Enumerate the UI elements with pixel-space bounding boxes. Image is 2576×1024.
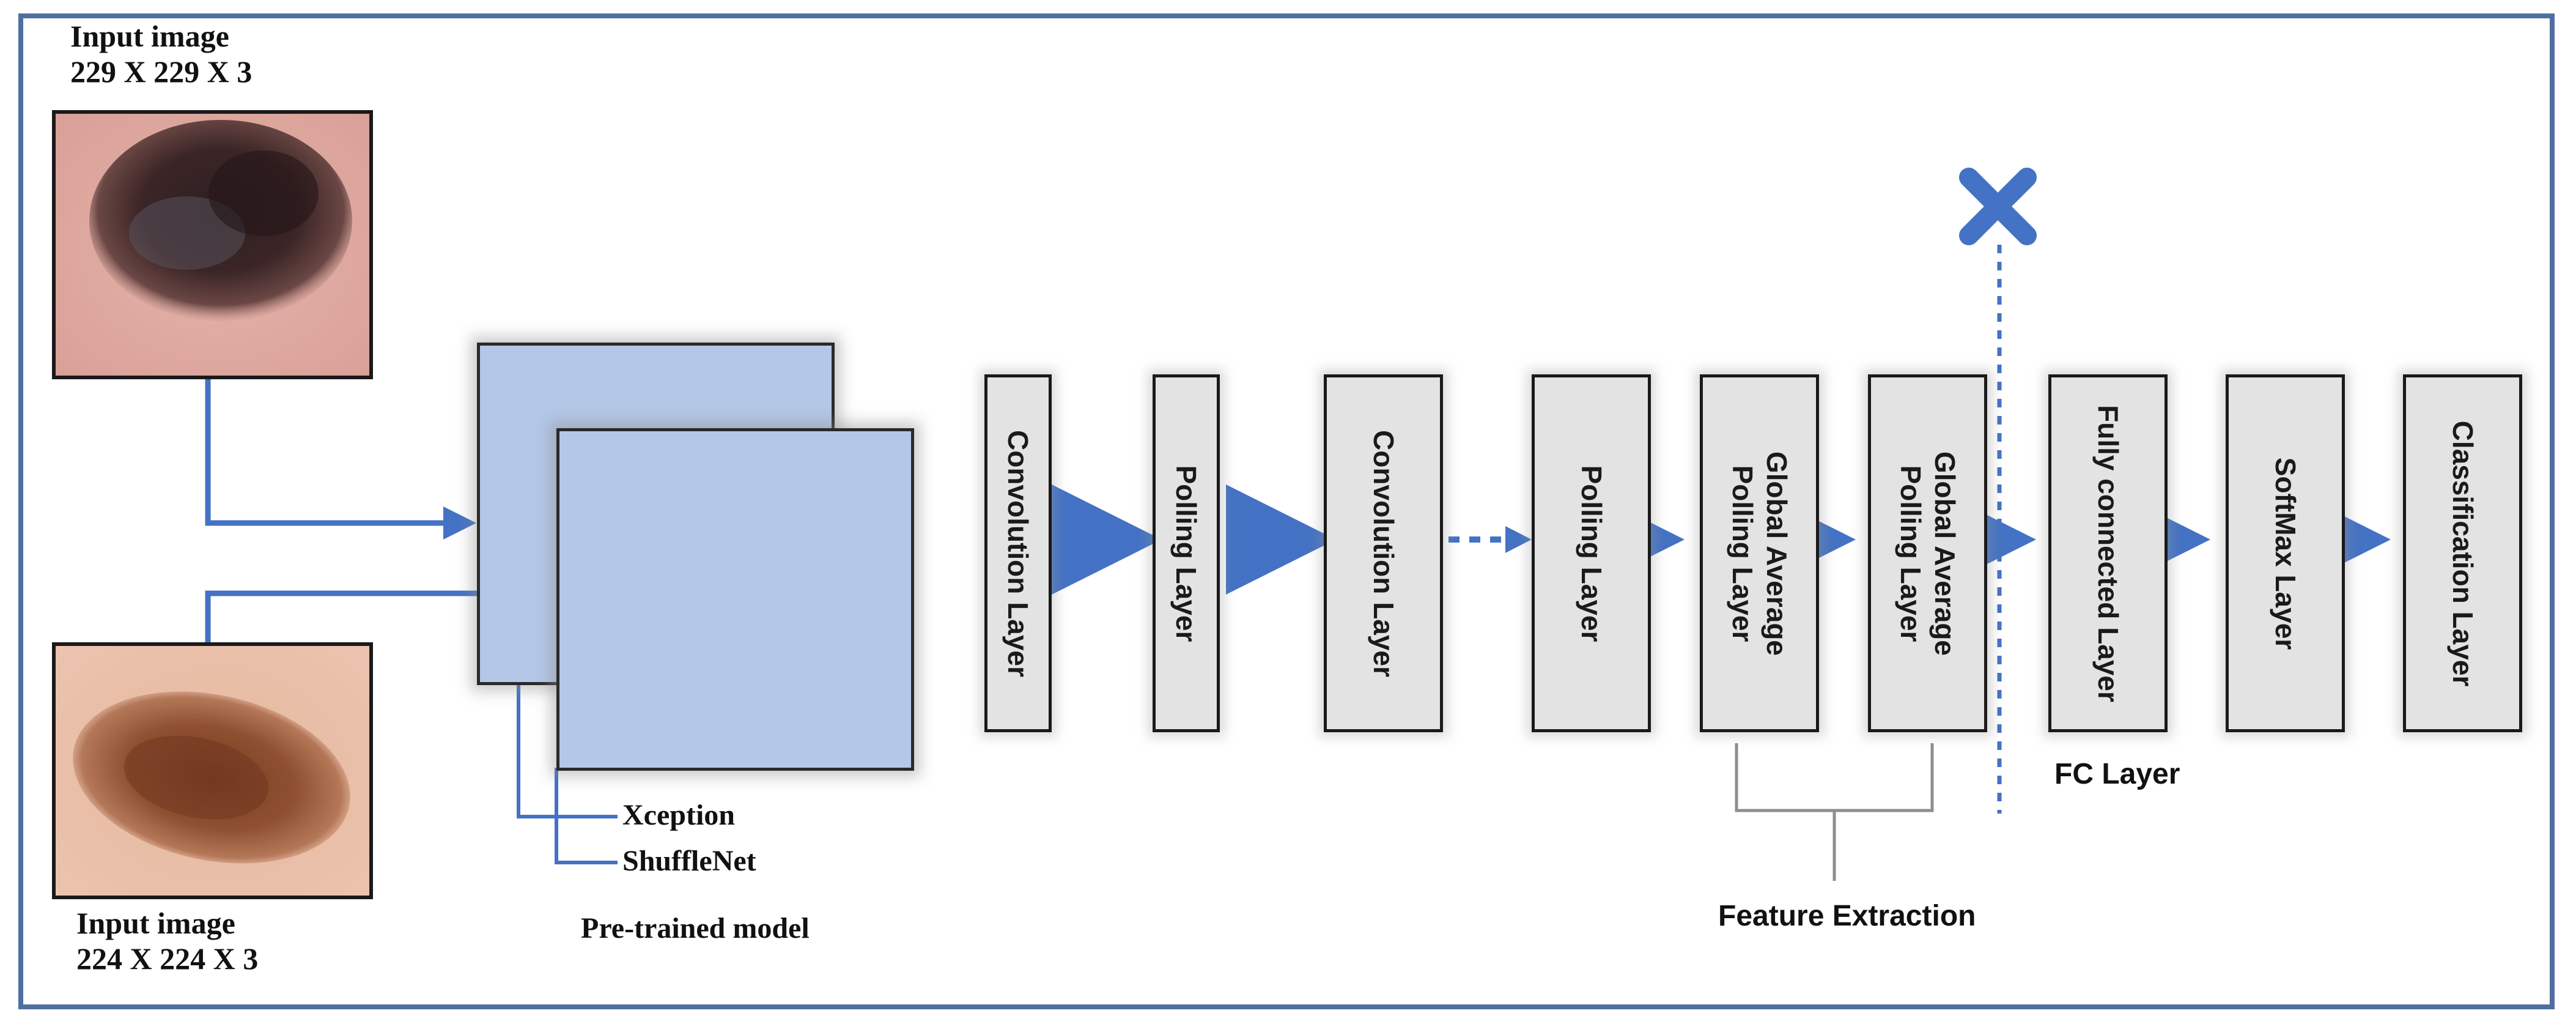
gap2-line1: Global Average bbox=[1928, 451, 1961, 656]
layer-polling-1: Polling Layer bbox=[1153, 374, 1220, 732]
pretrained-model-caption: Pre-trained model bbox=[581, 912, 810, 944]
layer-convolution-2-text: Convolution Layer bbox=[1367, 429, 1400, 677]
layer-convolution-1-text: Convolution Layer bbox=[1002, 429, 1034, 677]
input-image-top bbox=[52, 110, 373, 379]
input-bottom-label-line2: 224 X 224 X 3 bbox=[76, 941, 259, 976]
input-top-label-line2: 229 X 229 X 3 bbox=[70, 54, 253, 89]
layer-softmax: SoftMax Layer bbox=[2226, 374, 2345, 732]
layer-global-average-polling-2: Global Average Polling Layer bbox=[1868, 374, 1987, 732]
layer-fully-connected-text: Fully connected Layer bbox=[2092, 404, 2124, 702]
feature-extraction-label: Feature Extraction bbox=[1718, 900, 1976, 932]
input-bottom-label-line1: Input image bbox=[76, 906, 235, 940]
layer-softmax-text: SoftMax Layer bbox=[2269, 457, 2301, 650]
xception-label: Xception bbox=[622, 799, 735, 831]
diagram-frame bbox=[18, 13, 2555, 1009]
layer-convolution-1: Convolution Layer bbox=[984, 374, 1052, 732]
feature-extraction-bracket bbox=[1735, 743, 1934, 881]
shufflenet-block bbox=[556, 428, 914, 771]
skin-lesion-image-top bbox=[56, 114, 369, 376]
input-top-label-line1: Input image bbox=[70, 19, 229, 53]
remove-x-icon bbox=[1959, 168, 2037, 245]
layer-polling-2-text: Polling Layer bbox=[1575, 465, 1607, 642]
dotted-connector-head bbox=[1505, 526, 1532, 553]
layer-fully-connected: Fully connected Layer bbox=[2048, 374, 2168, 732]
gap2-line2: Polling Layer bbox=[1894, 465, 1927, 642]
fc-layer-label: FC Layer bbox=[2054, 758, 2180, 790]
leader-shufflenet bbox=[555, 768, 618, 864]
layer-global-average-polling-2-text: Global Average Polling Layer bbox=[1894, 451, 1962, 655]
gap1-line2: Polling Layer bbox=[1726, 465, 1759, 642]
input-bottom-label: Input image 224 X 224 X 3 bbox=[76, 905, 258, 976]
layer-polling-1-text: Polling Layer bbox=[1170, 465, 1202, 642]
layer-convolution-2: Convolution Layer bbox=[1324, 374, 1443, 732]
layer-classification-text: Classification Layer bbox=[2446, 420, 2479, 686]
layer-polling-2: Polling Layer bbox=[1532, 374, 1651, 732]
connector-top-input bbox=[205, 379, 476, 540]
shufflenet-label: ShuffleNet bbox=[622, 845, 756, 877]
leader-xception bbox=[517, 679, 618, 818]
connector-bottom-input bbox=[205, 577, 544, 642]
input-image-bottom bbox=[52, 642, 373, 899]
gap1-line1: Global Average bbox=[1760, 451, 1793, 656]
layer-global-average-polling-1: Global Average Polling Layer bbox=[1700, 374, 1819, 732]
layer-global-average-polling-1-text: Global Average Polling Layer bbox=[1725, 451, 1794, 655]
layer-classification: Classification Layer bbox=[2403, 374, 2522, 732]
input-top-label: Input image 229 X 229 X 3 bbox=[70, 18, 252, 89]
skin-lesion-image-bottom bbox=[56, 646, 369, 896]
